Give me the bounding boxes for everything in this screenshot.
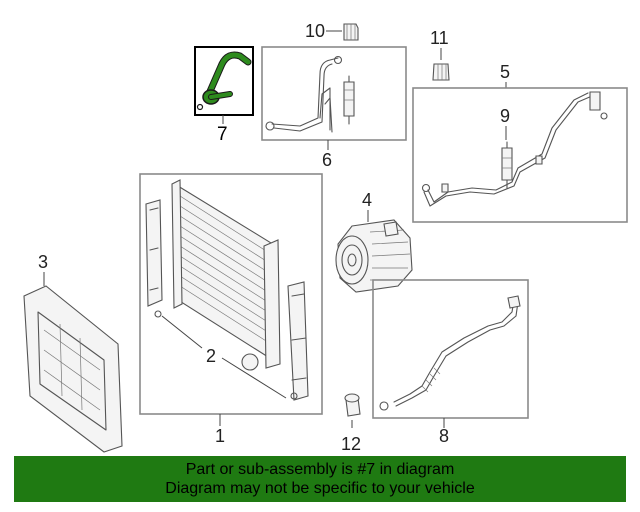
part-7-group[interactable]: 7	[194, 46, 254, 145]
frame-icon	[23, 285, 123, 453]
part-8-box	[372, 279, 529, 419]
plug-icon	[241, 353, 259, 371]
callout-2: 2	[206, 346, 216, 366]
part-6-box	[261, 46, 407, 141]
part-9-group[interactable]: 9	[500, 106, 513, 189]
part-1-group[interactable]: 2 1	[139, 173, 323, 446]
info-banner: Part or sub-assembly is #7 in diagram Di…	[14, 456, 626, 502]
part-8-group[interactable]: 8	[372, 279, 529, 446]
part-10-group[interactable]: 10	[305, 21, 359, 41]
hose-8-icon	[379, 295, 521, 411]
callout-8: 8	[439, 426, 449, 446]
part-12-group[interactable]: 12	[341, 393, 361, 454]
part-11-group[interactable]: 11	[430, 28, 450, 81]
callout-6: 6	[322, 150, 332, 170]
part-3-group[interactable]: 3	[23, 252, 123, 453]
drier-icon	[287, 281, 309, 401]
callout-10: 10	[305, 21, 325, 41]
part-1-box	[139, 173, 323, 415]
pressure-switch-icon	[501, 147, 513, 181]
callout-7: 7	[217, 124, 228, 145]
callout-5: 5	[500, 62, 510, 82]
callout-12: 12	[341, 434, 361, 454]
part-7-selection-box	[194, 46, 254, 116]
compressor-icon	[335, 219, 413, 293]
ac-line-6-icon	[265, 55, 355, 133]
part-4-group[interactable]: 4	[335, 190, 413, 293]
callout-9: 9	[500, 106, 510, 126]
valve-cap-icon	[432, 63, 450, 81]
part-2-group[interactable]: 2	[154, 281, 309, 401]
part-7-hose-icon	[196, 51, 252, 111]
callout-3: 3	[38, 252, 48, 272]
callout-11: 11	[430, 28, 449, 48]
leader-2a	[161, 315, 203, 349]
part-6-group[interactable]: 6	[261, 46, 407, 170]
condenser-icon	[145, 179, 281, 369]
leader-2b	[221, 357, 287, 399]
callout-1: 1	[215, 426, 225, 446]
ac-line-5-icon	[421, 91, 608, 207]
callout-4: 4	[362, 190, 372, 210]
banner-line-2: Diagram may not be specific to your vehi…	[165, 480, 475, 497]
part-5-box	[412, 87, 628, 223]
part-5-group[interactable]: 5 9	[412, 62, 628, 223]
banner-line-1: Part or sub-assembly is #7 in diagram	[185, 461, 455, 478]
parts-diagram: 7 10 6 11 5	[23, 21, 628, 454]
